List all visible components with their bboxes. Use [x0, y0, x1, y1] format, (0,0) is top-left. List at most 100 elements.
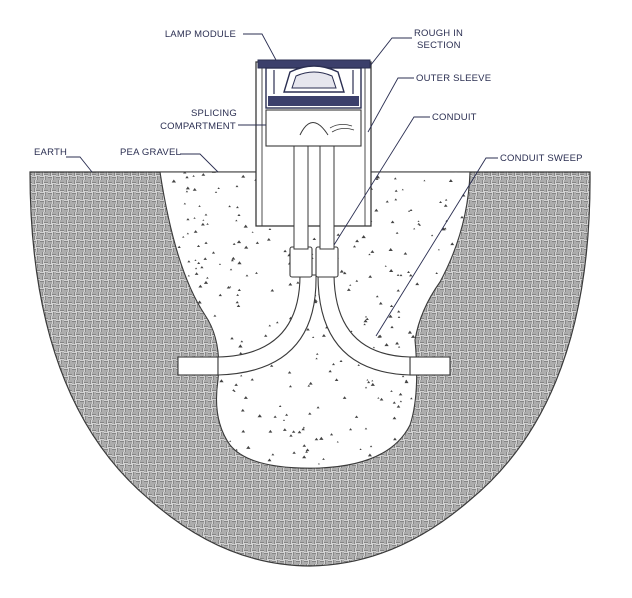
gravel-speck: [444, 198, 448, 201]
gravel-speck: [246, 445, 251, 449]
gravel-speck: [355, 279, 359, 282]
gravel-speck: [296, 281, 300, 284]
gravel-speck: [441, 227, 446, 231]
gravel-speck: [226, 285, 231, 289]
gravel-speck: [317, 463, 320, 465]
gravel-speck: [399, 274, 403, 277]
label-splicing-2: COMPARTMENT: [160, 121, 236, 132]
leader-pea-gravel: [180, 153, 219, 173]
gravel-speck: [235, 448, 238, 451]
gravel-speck: [439, 200, 443, 204]
gravel-speck: [185, 175, 189, 179]
gravel-speck: [230, 259, 234, 262]
gravel-speck: [314, 437, 319, 441]
gravel-speck: [328, 369, 332, 373]
gravel-speck: [302, 455, 307, 459]
gravel-speck: [368, 275, 373, 278]
gravel-speck: [384, 343, 389, 347]
gravel-speck: [361, 235, 366, 239]
gravel-speck: [375, 295, 379, 298]
gravel-speck: [397, 310, 401, 313]
gravel-speck: [186, 232, 190, 235]
gravel-speck: [371, 379, 374, 382]
gravel-speck: [250, 378, 254, 381]
gravel-speck: [289, 434, 293, 437]
gravel-speck: [194, 267, 198, 270]
gravel-speck: [234, 383, 238, 386]
gravel-speck: [206, 223, 209, 225]
gravel-speck: [211, 251, 216, 254]
gravel-speck: [417, 220, 420, 222]
gravel-speck: [287, 371, 292, 374]
gravel-speck: [187, 274, 190, 277]
gravel-speck: [239, 351, 243, 355]
conduit-stub-left: [177, 356, 219, 376]
gravel-speck: [236, 293, 240, 296]
gravel-speck: [423, 179, 426, 182]
gravel-speck: [194, 259, 197, 261]
gravel-speck: [306, 327, 310, 331]
gravel-speck: [339, 269, 344, 273]
gravel-speck: [270, 289, 275, 292]
gravel-speck: [336, 441, 339, 443]
gravel-speck: [312, 336, 315, 338]
gravel-speck: [388, 247, 393, 251]
gravel-speck: [394, 189, 398, 192]
gravel-speck: [401, 188, 404, 191]
splicing-compartment: [265, 109, 362, 147]
label-conduit-sweep: CONDUIT SWEEP: [500, 153, 583, 164]
gravel-speck: [349, 284, 352, 286]
gravel-speck: [251, 231, 254, 233]
gravel-speck: [307, 384, 311, 387]
gravel-speck: [177, 245, 181, 249]
gravel-speck: [202, 219, 205, 221]
gravel-speck: [200, 222, 205, 226]
gravel-speck: [217, 187, 220, 189]
gravel-speck: [213, 314, 217, 317]
gravel-speck: [403, 252, 408, 255]
gravel-speck: [268, 324, 272, 327]
gravel-speck: [197, 261, 201, 264]
gravel-speck: [206, 276, 209, 279]
gravel-speck: [243, 224, 248, 228]
gravel-speck: [368, 253, 371, 256]
gravel-speck: [357, 364, 360, 366]
gravel-speck: [377, 335, 382, 338]
gravel-speck: [354, 415, 359, 418]
gravel-speck: [407, 330, 412, 334]
gravel-speck: [273, 415, 277, 418]
gravel-speck: [308, 381, 313, 385]
gravel-speck: [236, 240, 242, 244]
gravel-speck: [384, 265, 387, 267]
gravel-speck: [450, 242, 455, 246]
gravel-speck: [454, 172, 458, 173]
gravel-speck: [232, 242, 236, 245]
gravel-speck: [288, 282, 293, 286]
gravel-speck: [448, 179, 453, 182]
gravel-speck: [370, 250, 375, 253]
gravel-speck: [182, 235, 185, 238]
gravel-speck: [241, 174, 246, 178]
gravel-speck: [321, 333, 326, 337]
lamp-module: [257, 59, 371, 109]
gravel-speck: [203, 280, 209, 284]
gravel-speck: [218, 293, 222, 297]
gravel-speck: [297, 430, 302, 434]
gravel-speck: [266, 237, 271, 241]
gravel-speck: [364, 315, 368, 318]
gravel-speck: [282, 419, 286, 421]
leader-rough-in: [369, 37, 412, 67]
gravel-speck: [241, 429, 246, 433]
gravel-speck: [390, 220, 395, 224]
gravel-speck: [367, 380, 371, 384]
gravel-speck: [193, 217, 196, 219]
conduit-pipe-right: [319, 144, 335, 250]
gravel-speck: [322, 457, 325, 460]
gravel-speck: [392, 416, 397, 420]
label-pea-gravel: PEA GRAVEL: [120, 147, 181, 158]
gravel-speck: [409, 273, 413, 277]
gravel-speck: [269, 364, 274, 367]
gravel-speck: [237, 213, 241, 217]
gravel-speck: [185, 186, 190, 190]
coupling-left: [289, 246, 313, 278]
